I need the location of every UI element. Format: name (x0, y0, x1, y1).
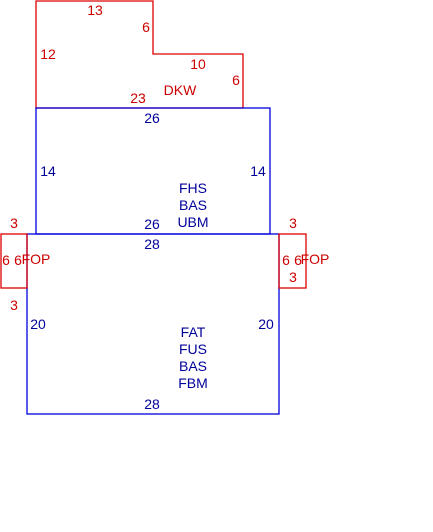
main-floor-code-3: BAS (179, 358, 207, 374)
deck-dim-right: 6 (232, 72, 240, 88)
porch-left-dim-top: 3 (10, 215, 18, 231)
deck-dim-left: 12 (40, 46, 56, 62)
main-floor-dim-right: 20 (258, 316, 274, 332)
main-floor-outline (26, 233, 280, 415)
porch-right-dim-right: 6 (294, 252, 302, 268)
deck-dim-top: 13 (87, 2, 103, 18)
porch-right-dim-bottom: 3 (289, 269, 297, 285)
porch-left-dim-left: 6 (2, 252, 10, 268)
main-floor-code-2: FUS (179, 341, 207, 357)
porch-right-area: 3 6 6 3 FOP (278, 215, 330, 289)
main-floor-dim-top: 28 (144, 236, 160, 252)
upper-floor-code-2: BAS (179, 197, 207, 213)
deck-dim-notch-vertical: 6 (142, 19, 150, 35)
porch-left-dim-bottom: 3 (10, 297, 18, 313)
deck-dim-bottom: 23 (130, 90, 146, 106)
porch-left-area: 3 6 6 3 FOP (0, 215, 51, 313)
upper-floor-dim-top: 26 (144, 110, 160, 126)
deck-area: 13 6 10 6 12 23 DKW (35, 0, 244, 109)
upper-floor-dim-left: 14 (40, 163, 56, 179)
porch-right-outline (278, 233, 307, 289)
main-floor-dim-left: 20 (30, 316, 46, 332)
porch-right-dim-left: 6 (282, 252, 290, 268)
porch-left-code: FOP (22, 251, 51, 267)
main-floor-dim-bottom: 28 (144, 396, 160, 412)
main-floor-code-1: FAT (181, 324, 206, 340)
deck-code-label: DKW (164, 82, 197, 98)
porch-left-dim-right: 6 (14, 252, 22, 268)
main-floor-code-4: FBM (178, 375, 208, 391)
upper-floor-code-1: FHS (179, 180, 207, 196)
porch-left-outline (0, 233, 28, 289)
porch-right-code: FOP (301, 251, 330, 267)
upper-floor-code-3: UBM (177, 214, 208, 230)
deck-dim-notch-horizontal: 10 (190, 56, 206, 72)
upper-floor-dim-right: 14 (250, 163, 266, 179)
porch-right-dim-top: 3 (289, 215, 297, 231)
main-floor-area: 28 20 20 28 FAT FUS BAS FBM (26, 233, 280, 415)
upper-floor-dim-bottom: 26 (144, 216, 160, 232)
upper-floor-area: 26 14 14 26 FHS BAS UBM (35, 107, 271, 235)
